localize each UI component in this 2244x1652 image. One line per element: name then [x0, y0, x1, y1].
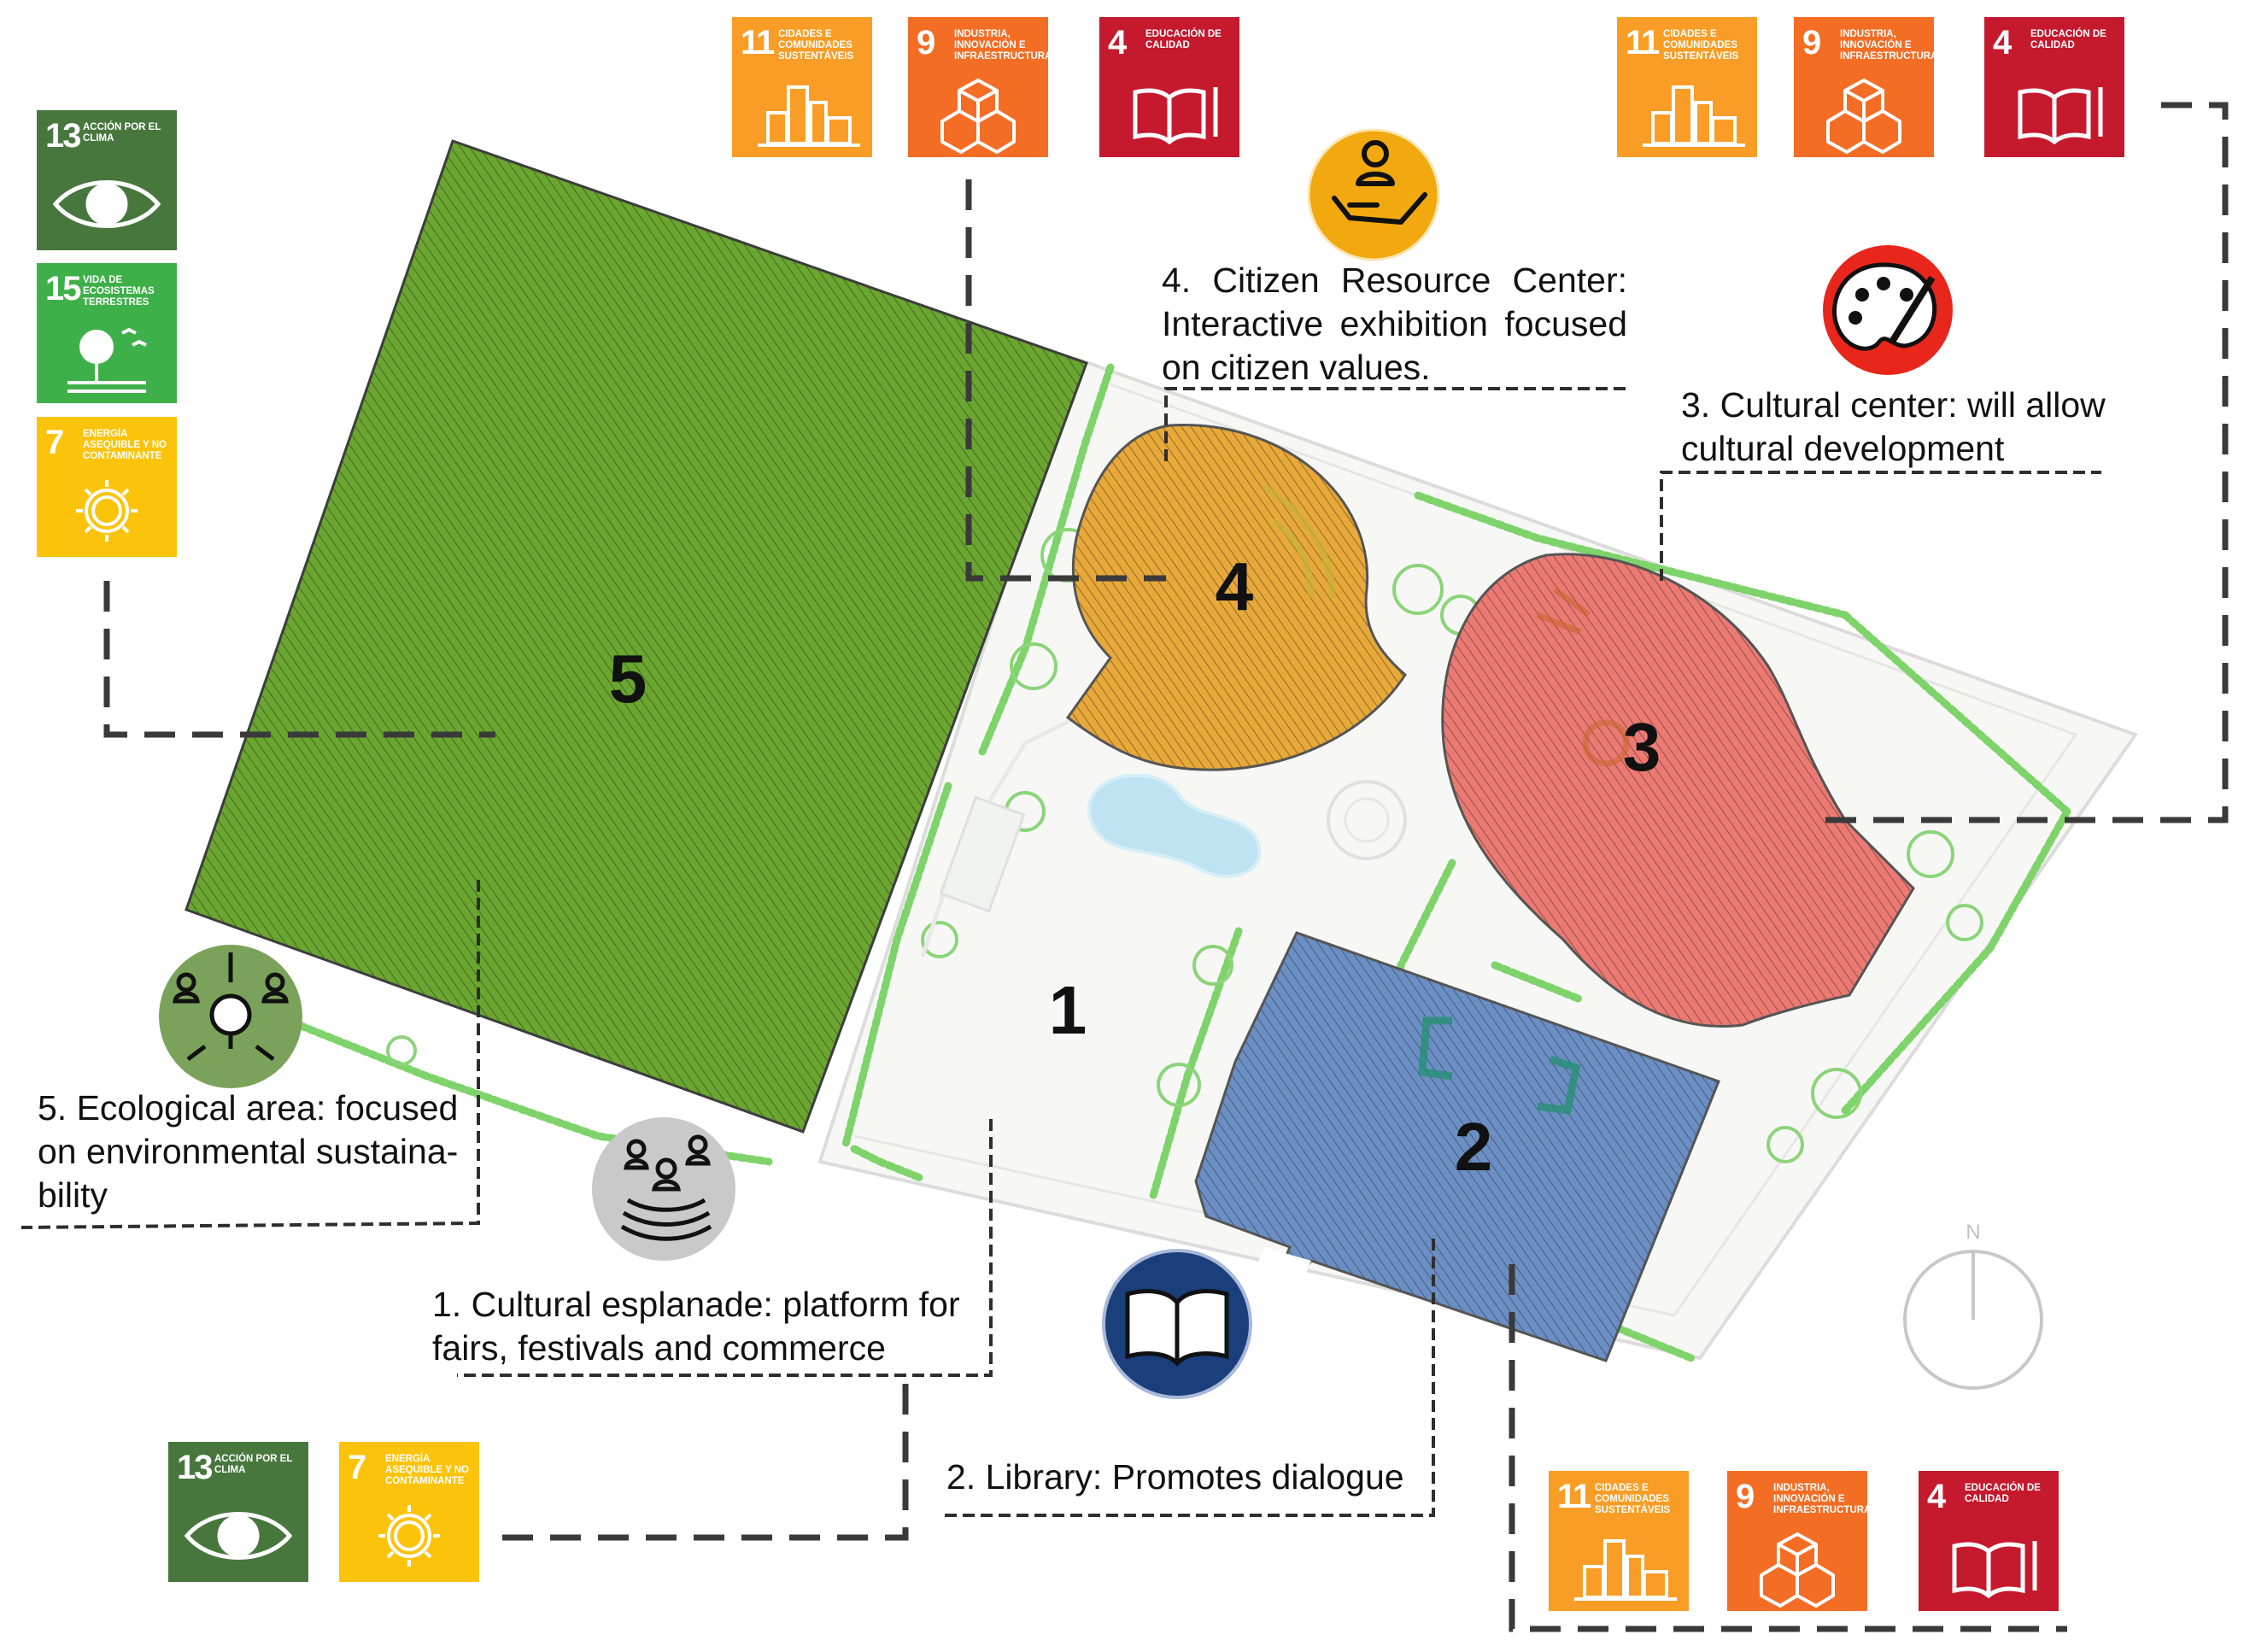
palette-icon	[1823, 245, 1953, 375]
sdg-number: 7	[45, 424, 64, 461]
sdg-number: 9	[917, 24, 935, 62]
sdg-number: 13	[45, 117, 81, 155]
sdg-title: Acción por el clima	[83, 122, 161, 144]
zone-number-2: 2	[1455, 1109, 1493, 1185]
sdg-badge-4: 4 Educación de calidad	[1919, 1471, 2059, 1611]
leader-lines	[21, 102, 2229, 1632]
sdg-9-icon	[940, 79, 1016, 154]
sdg-badge-9: 9 Industria, innovación e infraestructura	[908, 17, 1052, 157]
sdg-badge-4: 4 Educación de calidad	[1099, 17, 1239, 157]
sdg-title: Acción por el clima	[214, 1454, 293, 1475]
sdg-number: 7	[348, 1449, 366, 1486]
label-4-line-3: on citizen values.	[1162, 348, 1431, 387]
label-5-line-3: bility	[38, 1175, 108, 1215]
sdg-badge-9: 9 Industria, innovación e infraestructura	[1727, 1471, 1872, 1611]
zone-number-4: 4	[1216, 548, 1254, 624]
sdg-title: Energía asequible y no contaminante	[83, 429, 167, 461]
sdg-number: 4	[1108, 24, 1127, 62]
north-label: N	[1966, 1221, 1980, 1244]
sdg-15-icon	[67, 327, 147, 393]
label-1-line-1: 1. Cultural esplanade: platform for	[432, 1285, 960, 1324]
sdg-number: 9	[1736, 1478, 1755, 1515]
label-library: 2. Library: Promotes dialogue	[946, 1456, 1404, 1499]
zone-number-5: 5	[609, 641, 647, 717]
sdg-badge-9: 9 Industria, innovación e infraestructura	[1794, 17, 1938, 157]
plaza-circle	[1327, 780, 1407, 860]
label-3-line-2: cultural development	[1681, 429, 2005, 468]
sdg-13-icon	[184, 1512, 293, 1560]
sdg-4-icon	[1133, 87, 1218, 145]
sdg-4-icon	[1952, 1541, 2037, 1599]
sdg-number: 11	[741, 24, 775, 62]
label-4-line-1: 4. Citizen Resource Center:	[1162, 261, 1627, 300]
north-arrow: N	[1903, 1221, 2043, 1390]
sdg-badge-13: 13Acción por el clima	[37, 110, 177, 250]
sdg-title: Energía asequible y no contaminante	[385, 1454, 469, 1486]
sdg-number: 11	[1557, 1478, 1591, 1515]
sdg-title: Vida de ecosistemas terrestres	[83, 275, 155, 308]
zone-2-library[interactable]	[1194, 931, 1720, 1362]
sdg-badge-4: 4 Educación de calidad	[1984, 17, 2124, 157]
sdg-title: Industria, innovación e infraestructura	[1840, 29, 1938, 62]
sdg-7-icon	[378, 1505, 440, 1567]
label-1-line-2: fairs, festivals and commerce	[432, 1328, 886, 1368]
sdg-7-icon	[76, 480, 138, 542]
ecology-community-icon	[159, 945, 302, 1088]
sdg-badge-11: 11Cidades e comunidades sustentáveis	[1617, 17, 1757, 157]
path-lines	[920, 715, 1078, 958]
zone-number-3: 3	[1623, 709, 1661, 785]
label-citizen-resource-center: 4. Citizen Resource Center: Interactive …	[1162, 259, 1627, 390]
zone-4-citizen-resource-center[interactable]	[1065, 424, 1407, 771]
sdg-9-icon	[1760, 1532, 1835, 1608]
sdg-badge-7: 7 Energía asequible y no contaminante	[339, 1442, 479, 1582]
sdg-title: Cidades e comunidades sustentáveis	[1663, 29, 1739, 62]
sdg-number: 4	[1993, 24, 2012, 62]
pond	[1087, 773, 1262, 879]
sdg-title: Industria, innovación e infraestructura	[1773, 1483, 1872, 1515]
sdg-title: Cidades e comunidades sustentáveis	[1595, 1483, 1671, 1515]
sdg-11-icon	[1574, 1539, 1677, 1601]
sdg-badge-11: 11Cidades e comunidades sustentáveis	[1549, 1471, 1689, 1611]
zone-5-ecological-area[interactable]	[185, 139, 1088, 1134]
sdg-title: Educación de calidad	[1965, 1483, 2041, 1504]
sdg-title: Educación de calidad	[1145, 29, 1222, 50]
community-gathering-icon	[592, 1117, 735, 1261]
sdg-title: Cidades e comunidades sustentáveis	[778, 29, 854, 62]
sdg-4-icon	[2018, 87, 2103, 145]
book-icon	[1102, 1249, 1252, 1399]
zone-3-cultural-center[interactable]	[1441, 553, 1915, 1028]
sdg-badge-11: 11Cidades e comunidades sustentáveis	[732, 17, 872, 157]
sdg-title: Educación de calidad	[2030, 29, 2106, 50]
sdg-number: 15	[45, 270, 81, 308]
label-cultural-esplanade: 1. Cultural esplanade: platform for fair…	[432, 1283, 960, 1370]
sdg-13-icon	[52, 180, 161, 228]
label-5-line-1: 5. Ecological area: focused	[38, 1088, 459, 1128]
sdg-11-icon	[758, 85, 860, 147]
label-5-line-2: on environmental sustaina-	[38, 1132, 459, 1171]
label-ecological-area: 5. Ecological area: focused on environme…	[38, 1087, 458, 1217]
sdg-title: Industria, innovación e infraestructura	[954, 29, 1052, 62]
sdg-9-icon	[1826, 79, 1901, 154]
label-3-line-1: 3. Cultural center: will allow	[1681, 385, 2106, 425]
sdg-number: 9	[1802, 24, 1821, 62]
label-cultural-center: 3. Cultural center: will allow cultural …	[1681, 384, 2106, 471]
sdg-number: 11	[1626, 24, 1660, 62]
sdg-11-icon	[1643, 85, 1745, 147]
sdg-number: 13	[177, 1449, 213, 1486]
sdg-badge-7: 7 Energía asequible y no contaminante	[37, 417, 177, 557]
sdg-badge-13: 13Acción por el clima	[168, 1442, 308, 1582]
sdg-badge-15: 15Vida de ecosistemas terrestres	[37, 263, 177, 403]
label-4-line-2: Interactive exhibition focused	[1162, 304, 1627, 343]
label-2-line-1: 2. Library: Promotes dialogue	[946, 1457, 1404, 1497]
zone-number-1: 1	[1049, 972, 1087, 1048]
citizen-hand-icon	[1307, 128, 1440, 261]
sdg-number: 4	[1927, 1478, 1946, 1515]
